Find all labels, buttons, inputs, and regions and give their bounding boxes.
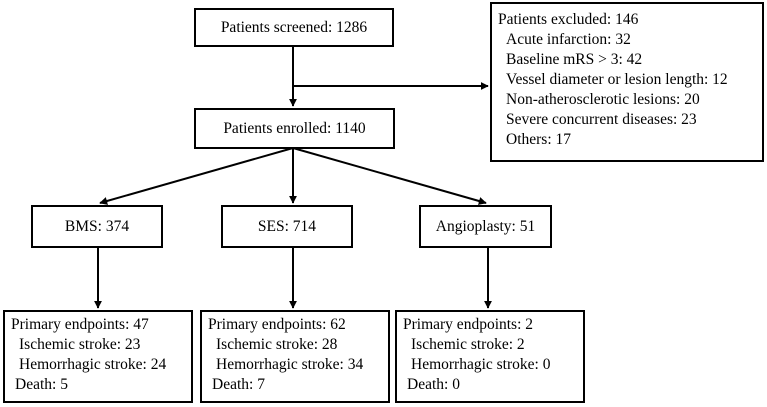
outcome-item: Death: 7 — [212, 376, 265, 393]
excluded-item: Vessel diameter or lesion length: 12 — [506, 71, 728, 88]
outcome-item: Ischemic stroke: 23 — [19, 336, 141, 353]
outcome-title: Primary endpoints: 62 — [208, 316, 346, 333]
outcome-item: Death: 5 — [15, 376, 68, 393]
group-label: Angioplasty: 51 — [435, 217, 536, 235]
outcome-item: Ischemic stroke: 28 — [216, 336, 338, 353]
group-box-angioplasty: Angioplasty: 51 — [419, 205, 552, 248]
outcome-item: Hemorrhagic stroke: 34 — [216, 356, 364, 373]
enrolled-label: Patients enrolled: 1140 — [223, 119, 366, 137]
outcome-box-ses: Primary endpoints: 62 Ischemic stroke: 2… — [200, 310, 390, 403]
group-label: BMS: 374 — [64, 217, 130, 235]
group-label: SES: 714 — [257, 217, 317, 235]
excluded-item: Severe concurrent diseases: 23 — [506, 111, 697, 128]
screened-box: Patients screened: 1286 — [194, 8, 394, 47]
excluded-box: Patients excluded: 146 Acute infarction:… — [490, 2, 764, 162]
group-box-bms: BMS: 374 — [31, 205, 163, 248]
outcome-title: Primary endpoints: 47 — [11, 316, 149, 333]
excluded-item: Others: 17 — [506, 131, 572, 148]
outcome-box-angioplasty: Primary endpoints: 2 Ischemic stroke: 2 … — [395, 310, 585, 403]
excluded-item: Acute infarction: 32 — [506, 31, 631, 48]
excluded-item: Non-atherosclerotic lesions: 20 — [506, 91, 700, 108]
arrow-enrolled-to-bms — [99, 147, 294, 205]
enrolled-box: Patients enrolled: 1140 — [194, 108, 395, 149]
outcome-title: Primary endpoints: 2 — [403, 316, 534, 333]
group-box-ses: SES: 714 — [221, 205, 353, 248]
outcome-item: Hemorrhagic stroke: 24 — [19, 356, 167, 373]
excluded-title: Patients excluded: 146 — [498, 11, 639, 28]
excluded-item: Baseline mRS > 3: 42 — [506, 51, 643, 68]
outcome-box-bms: Primary endpoints: 47 Ischemic stroke: 2… — [3, 310, 193, 403]
outcome-item: Hemorrhagic stroke: 0 — [411, 356, 551, 373]
outcome-item: Death: 0 — [407, 376, 460, 393]
screened-label: Patients screened: 1286 — [220, 18, 368, 36]
arrow-enrolled-to-angioplasty — [292, 147, 487, 205]
outcome-item: Ischemic stroke: 2 — [411, 336, 525, 353]
